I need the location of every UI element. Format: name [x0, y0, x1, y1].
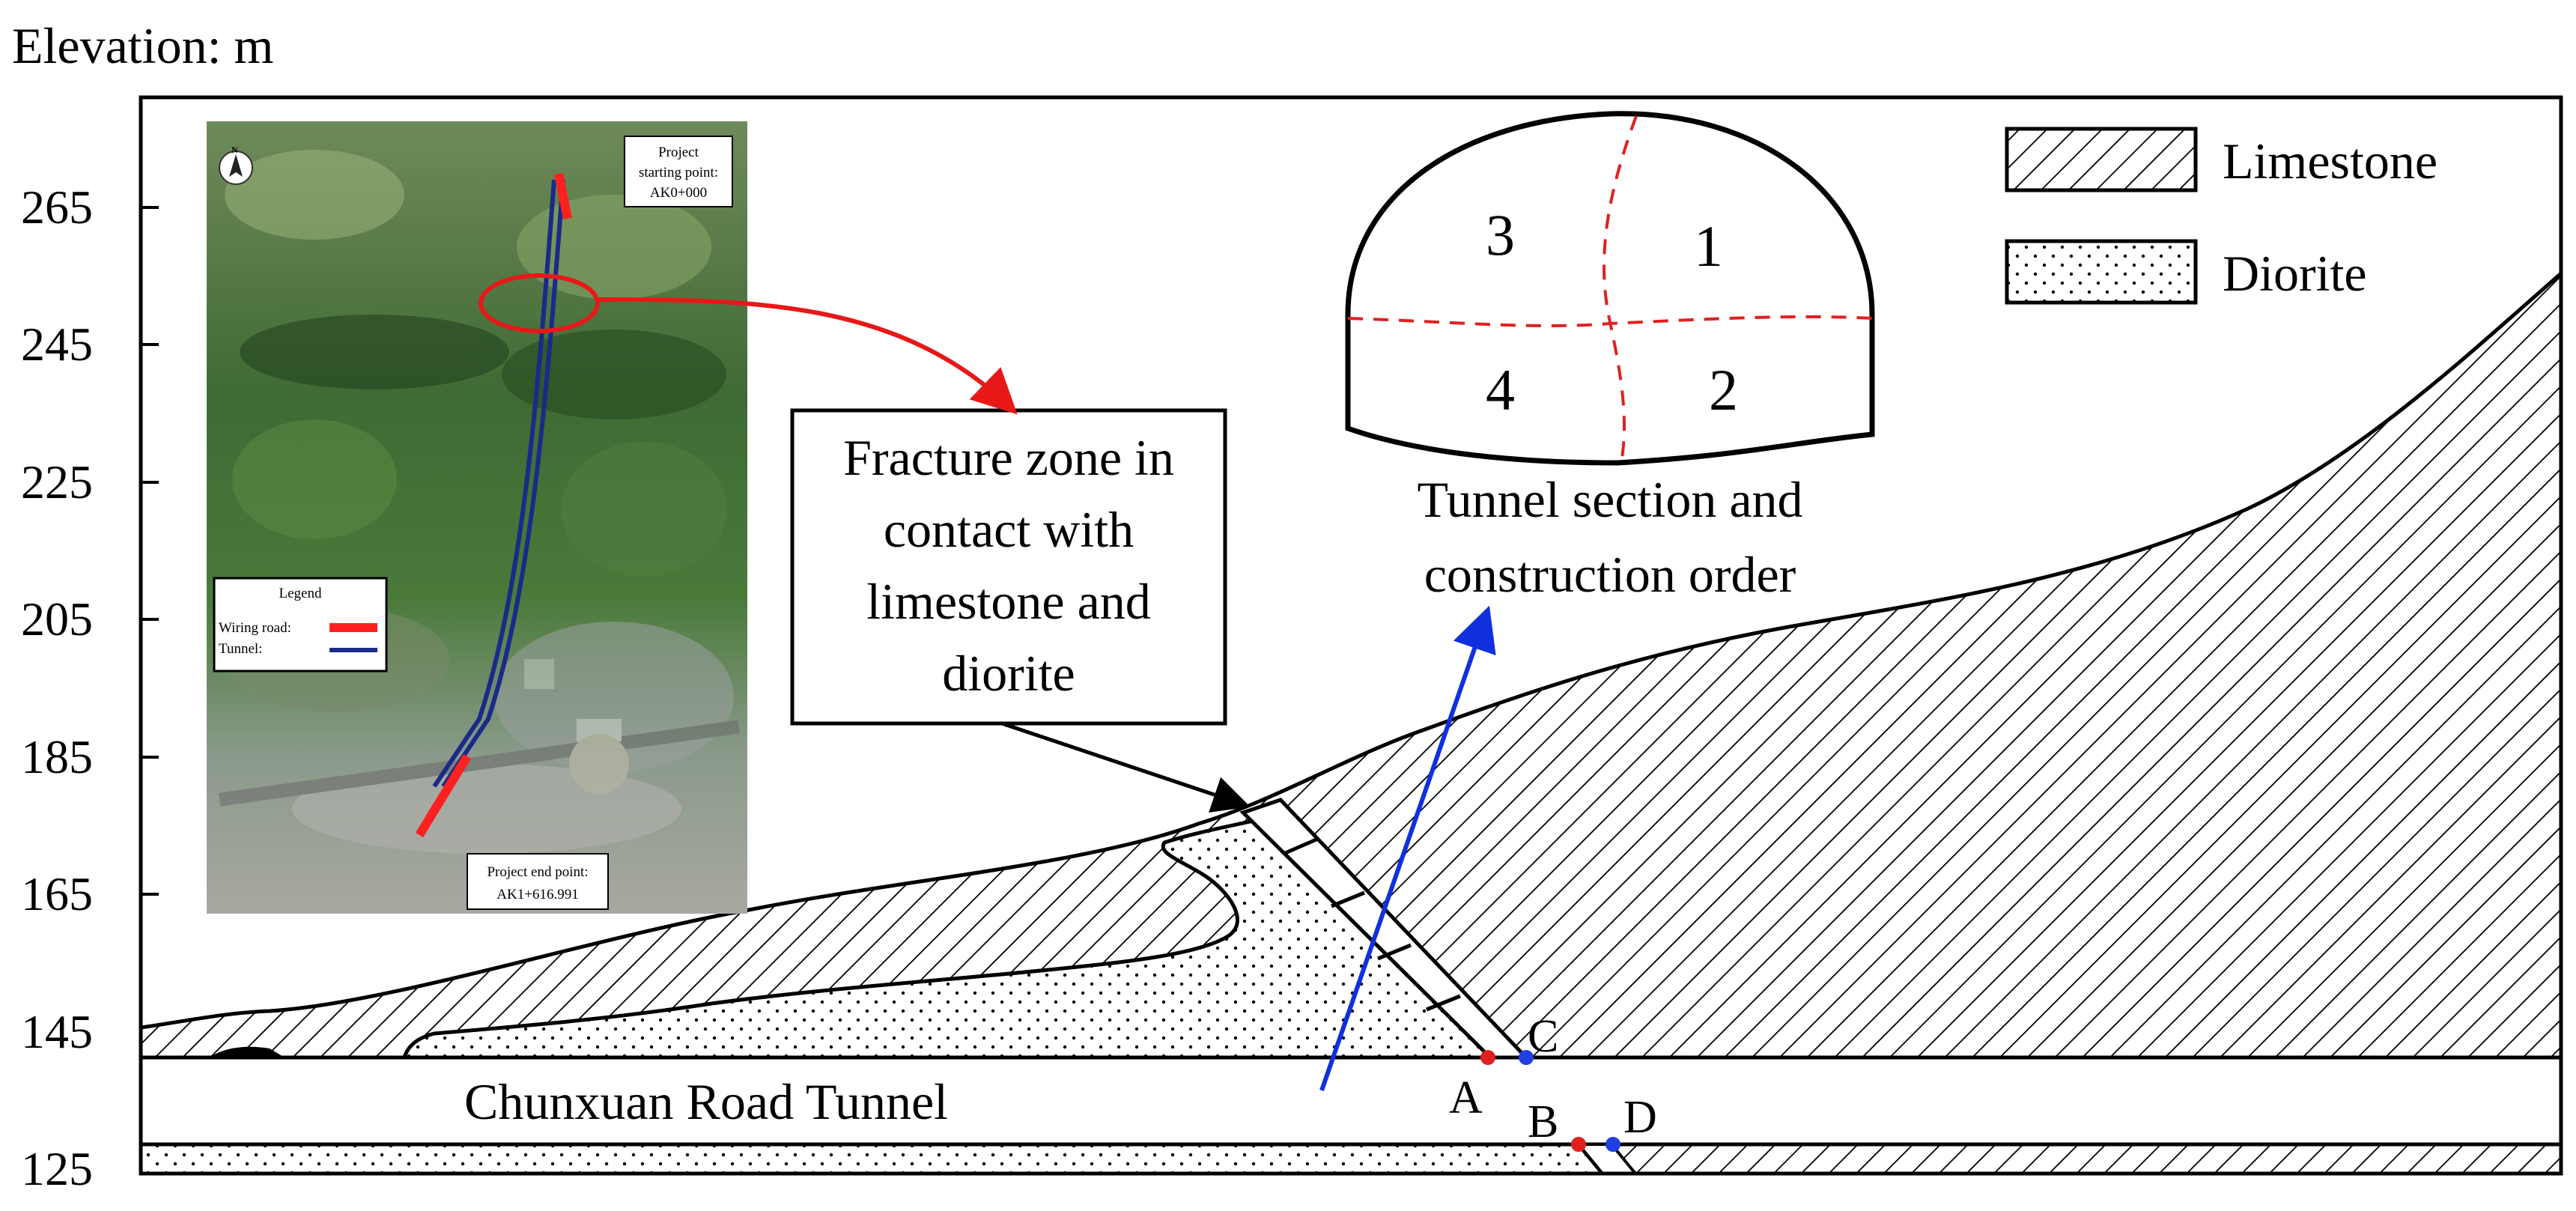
inset-start-label: Project starting point: AK0+000 [624, 136, 733, 207]
inset-start-line1: Project [658, 145, 699, 160]
section-dash-lines [1347, 115, 1873, 464]
tunnel-section-pointer-arrow [1319, 605, 1496, 1091]
road-tunnel-label: Chunxuan Road Tunnel [464, 1073, 948, 1130]
inset-satellite-map: N Project starting point: AK0+000 Projec… [207, 121, 1018, 914]
legend-swatch-diorite [2005, 239, 2198, 305]
inset-callout-arrow [597, 297, 1018, 415]
point-b-marker [1571, 1137, 1586, 1152]
tunnel-section-diagram: 1 2 3 4 Tunnel section and construction … [1345, 111, 1875, 603]
fracture-zone-line1: Fracture zone in [843, 429, 1174, 486]
y-tick-label: 185 [21, 730, 93, 783]
fracture-zone-box [790, 408, 1227, 726]
inset-start-line3: AK0+000 [650, 185, 707, 201]
inset-start-line2: starting point: [639, 165, 718, 180]
north-label: N [231, 145, 238, 155]
y-tick-label: 145 [21, 1005, 93, 1058]
inset-fracture-circle [479, 273, 600, 333]
point-c-marker [1519, 1050, 1534, 1065]
tunnel-section-caption-line2: construction order [1424, 546, 1796, 603]
legend: Limestone Diorite [2005, 127, 2437, 305]
inset-tunnel-lines [432, 179, 565, 788]
y-tick-label: 265 [21, 180, 93, 234]
tunnel-section-outline [1345, 111, 1875, 466]
inset-end-line1: Project end point: [487, 864, 588, 880]
fracture-zone-ticks [1283, 837, 1461, 1012]
inset-end-line2: AK1+616.991 [496, 887, 578, 902]
point-d-marker [1606, 1137, 1620, 1152]
limestone-layer [141, 270, 2561, 1060]
legend-swatch-limestone [2005, 127, 2198, 192]
y-axis-title: Elevation: m [12, 17, 273, 74]
point-a-marker [1480, 1050, 1495, 1065]
fracture-zone-pointer [1001, 721, 1251, 813]
fracture-zone-line2: contact with [884, 501, 1134, 558]
point-b-label: B [1528, 1096, 1558, 1147]
inset-wiring-road [415, 172, 572, 838]
legend-label-diorite: Diorite [2223, 245, 2367, 302]
y-tick-label: 245 [21, 318, 93, 371]
section-step-1: 1 [1694, 213, 1723, 279]
lower-limestone-strip [1574, 1142, 2561, 1174]
point-a-label: A [1449, 1072, 1483, 1123]
point-c-label: C [1528, 1011, 1558, 1062]
fracture-zone-line3: limestone and [866, 573, 1151, 630]
lower-diorite-strip [141, 1142, 1606, 1174]
y-tick-label: 125 [21, 1142, 93, 1195]
fracture-zone-line4: diorite [942, 645, 1075, 702]
y-tick-label: 205 [21, 592, 93, 646]
geology-layers [141, 270, 2561, 1174]
inset-legend-title: Legend [279, 586, 322, 601]
fracture-zone-annotation: Fracture zone in contact with limestone … [790, 408, 1251, 813]
section-step-3: 3 [1486, 202, 1515, 267]
tunnel-section-caption-line1: Tunnel section and [1417, 471, 1802, 528]
north-arrow-icon: N [219, 145, 253, 185]
inset-legend: Legend Wiring road: Tunnel: [213, 577, 388, 673]
diorite-layer [401, 814, 1495, 1060]
inset-legend-tunnel-label: Tunnel: [219, 641, 262, 657]
section-step-2: 2 [1709, 357, 1738, 422]
section-step-4: 4 [1486, 357, 1515, 422]
y-tick-label: 165 [21, 867, 93, 920]
inset-legend-wiring-label: Wiring road: [219, 620, 291, 636]
monitoring-points: A C B D [1449, 1011, 1657, 1152]
inset-end-label: Project end point: AK1+616.991 [467, 853, 609, 910]
point-d-label: D [1623, 1092, 1657, 1143]
plot-frame [139, 95, 2563, 1176]
y-tick-label: 225 [21, 455, 93, 509]
legend-label-limestone: Limestone [2223, 133, 2437, 189]
y-axis-ticks: 265 245 225 205 185 165 145 125 [21, 180, 159, 1195]
